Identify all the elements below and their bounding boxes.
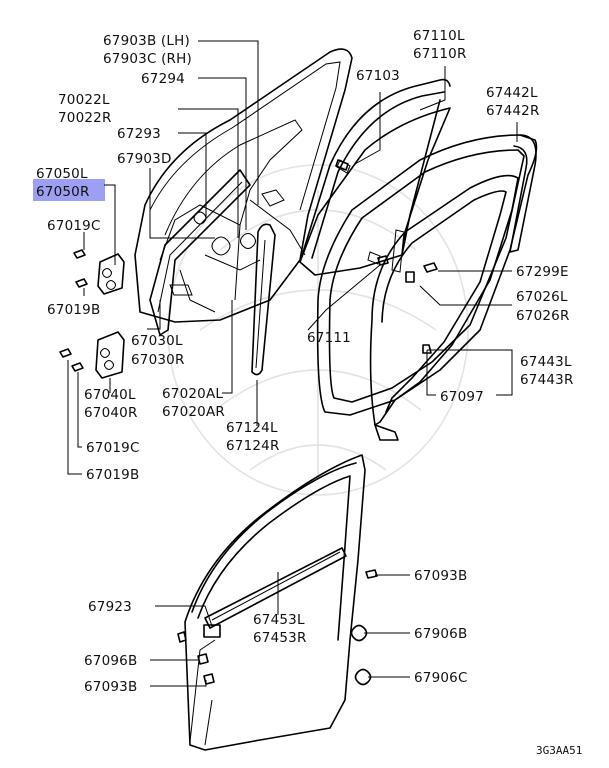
label-67030r[interactable]: 67030R	[131, 352, 185, 368]
label-67906b[interactable]: 67906B	[414, 626, 467, 642]
label-67030l[interactable]: 67030L	[131, 333, 183, 349]
door-weatherstrip-outer	[316, 134, 538, 416]
door-inner-frame	[149, 169, 251, 336]
label-67443l[interactable]: 67443L	[520, 354, 572, 370]
door-outer-panel-upper	[134, 48, 353, 323]
label-67019b-top[interactable]: 67019B	[47, 302, 100, 318]
label-67923[interactable]: 67923	[88, 599, 132, 615]
label-70022r[interactable]: 70022R	[58, 110, 112, 126]
belt-moulding	[251, 223, 276, 376]
label-67453l[interactable]: 67453L	[253, 612, 305, 628]
door-weatherstrip-inner	[369, 174, 519, 441]
label-70022l[interactable]: 70022L	[58, 92, 110, 108]
label-67020ar[interactable]: 67020AR	[162, 404, 225, 420]
label-67093b-right[interactable]: 67093B	[414, 568, 467, 584]
glass-run-channel	[299, 78, 451, 273]
label-67453r[interactable]: 67453R	[253, 630, 307, 646]
label-67026r[interactable]: 67026R	[516, 308, 570, 324]
lower-fastener-icons	[197, 569, 378, 686]
part-labels: 67903B (LH) 67903C (RH) 67294 70022L 700…	[36, 28, 582, 757]
label-67103[interactable]: 67103	[356, 68, 400, 84]
label-67903d[interactable]: 67903D	[117, 151, 172, 167]
label-67020al[interactable]: 67020AL	[162, 386, 223, 402]
label-67124r[interactable]: 67124R	[226, 438, 280, 454]
label-67906c[interactable]: 67906C	[414, 670, 468, 686]
door-outer-panel-lower	[177, 454, 366, 751]
label-67110r[interactable]: 67110R	[413, 46, 467, 62]
bolt-icons	[59, 159, 438, 372]
label-67124l[interactable]: 67124L	[226, 420, 278, 436]
label-67111[interactable]: 67111	[307, 330, 351, 346]
label-67019b-bot[interactable]: 67019B	[86, 467, 139, 483]
label-67110l[interactable]: 67110L	[413, 28, 465, 44]
label-67443r[interactable]: 67443R	[520, 372, 574, 388]
label-67096b[interactable]: 67096B	[84, 653, 137, 669]
label-67050r[interactable]: 67050R	[36, 184, 90, 200]
label-67299e[interactable]: 67299E	[516, 264, 569, 280]
label-67050l[interactable]: 67050L	[36, 166, 88, 182]
label-67026l[interactable]: 67026L	[516, 289, 568, 305]
label-67294[interactable]: 67294	[141, 71, 185, 87]
highlight-box	[33, 179, 105, 201]
label-67040l[interactable]: 67040L	[84, 387, 136, 403]
label-67019c-top[interactable]: 67019C	[47, 218, 101, 234]
diagram-code: 3G3AA51	[536, 744, 582, 757]
label-67442r[interactable]: 67442R	[486, 103, 540, 119]
door-hinge-lower	[95, 331, 125, 379]
leader-lines	[67, 40, 518, 687]
label-67903b[interactable]: 67903B (LH)	[103, 33, 190, 49]
label-67093b-left[interactable]: 67093B	[84, 679, 137, 695]
label-67097[interactable]: 67097	[440, 389, 484, 405]
door-hinge-upper	[97, 253, 125, 295]
label-67040r[interactable]: 67040R	[84, 405, 138, 421]
label-67293[interactable]: 67293	[117, 126, 161, 142]
label-67442l[interactable]: 67442L	[486, 85, 538, 101]
label-67903c[interactable]: 67903C (RH)	[103, 51, 192, 67]
label-67019c-bot[interactable]: 67019C	[86, 440, 140, 456]
